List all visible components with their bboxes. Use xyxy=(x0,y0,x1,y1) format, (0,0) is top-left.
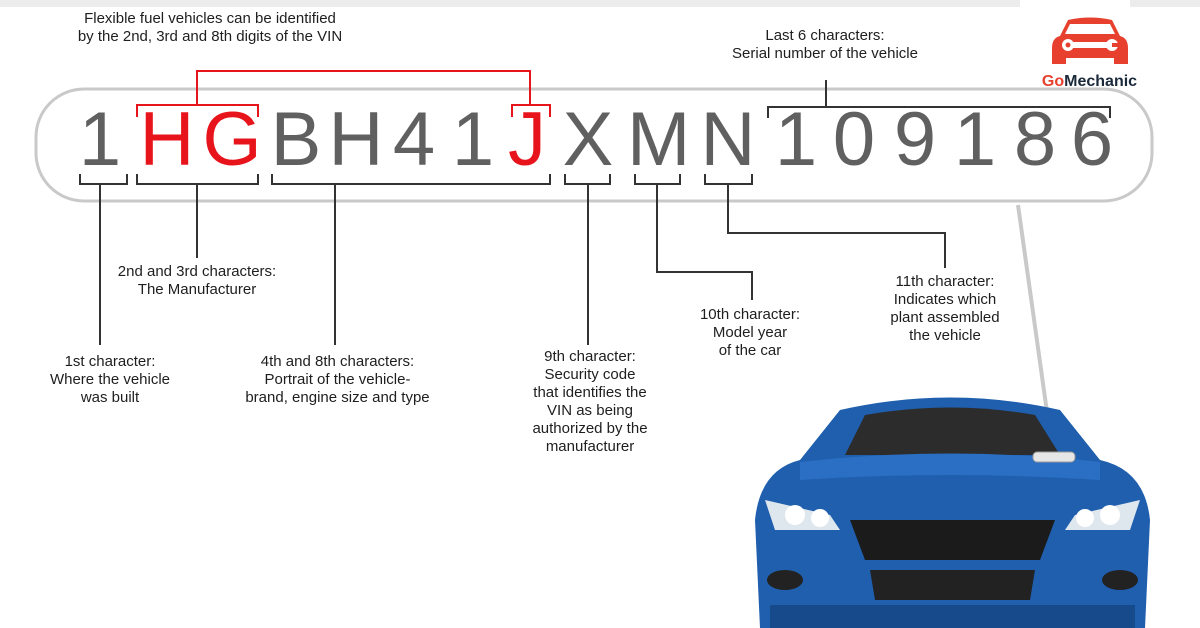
descriptor-label: 4th and 8th characters: Portrait of the … xyxy=(245,353,430,406)
vin-character: 9 xyxy=(893,97,937,182)
vin-character: H xyxy=(328,97,384,182)
character-brackets xyxy=(79,80,1111,345)
vin-character: 1 xyxy=(78,97,122,182)
vin-character: B xyxy=(270,97,322,182)
vin-character: H xyxy=(139,97,195,182)
vin-character: J xyxy=(508,97,546,182)
tenth-char-label: 10th character: Model year of the car xyxy=(699,306,801,359)
vin-box xyxy=(34,87,1154,203)
car-illustration xyxy=(755,397,1150,628)
vin-character: 0 xyxy=(832,97,876,182)
flex-fuel-label: Flexible fuel vehicles can be identified… xyxy=(77,10,343,45)
flex-fuel-bracket xyxy=(136,70,551,117)
logo-text-mechanic: Mechanic xyxy=(1064,73,1138,90)
vin-character: X xyxy=(562,97,614,182)
manufacturer-label: 2nd and 3rd characters: The Manufacturer xyxy=(117,263,277,298)
last6-label: Last 6 characters: Serial number of the … xyxy=(732,27,918,62)
top-bar xyxy=(1130,0,1200,7)
car-wrench-icon xyxy=(1051,17,1128,64)
vin-character: 4 xyxy=(392,97,436,182)
top-bar xyxy=(0,0,1020,7)
gomechanic-logo: GoMechanic xyxy=(1032,14,1147,91)
logo-text-go: Go xyxy=(1041,73,1065,90)
vin-character: M xyxy=(627,97,691,182)
vin-character: 1 xyxy=(774,97,818,182)
vin-character: 8 xyxy=(1013,97,1057,182)
ninth-char-label: 9th character: Security code that identi… xyxy=(532,348,648,455)
vin-character: 6 xyxy=(1070,97,1114,182)
vin-character: N xyxy=(700,97,756,182)
vin-character: G xyxy=(202,97,262,182)
eleventh-char-label: 11th character: Indicates which plant as… xyxy=(890,273,1000,344)
vin-character: 1 xyxy=(451,97,495,182)
first-char-label: 1st character: Where the vehicle was bui… xyxy=(49,353,171,406)
vin-character: 1 xyxy=(953,97,997,182)
